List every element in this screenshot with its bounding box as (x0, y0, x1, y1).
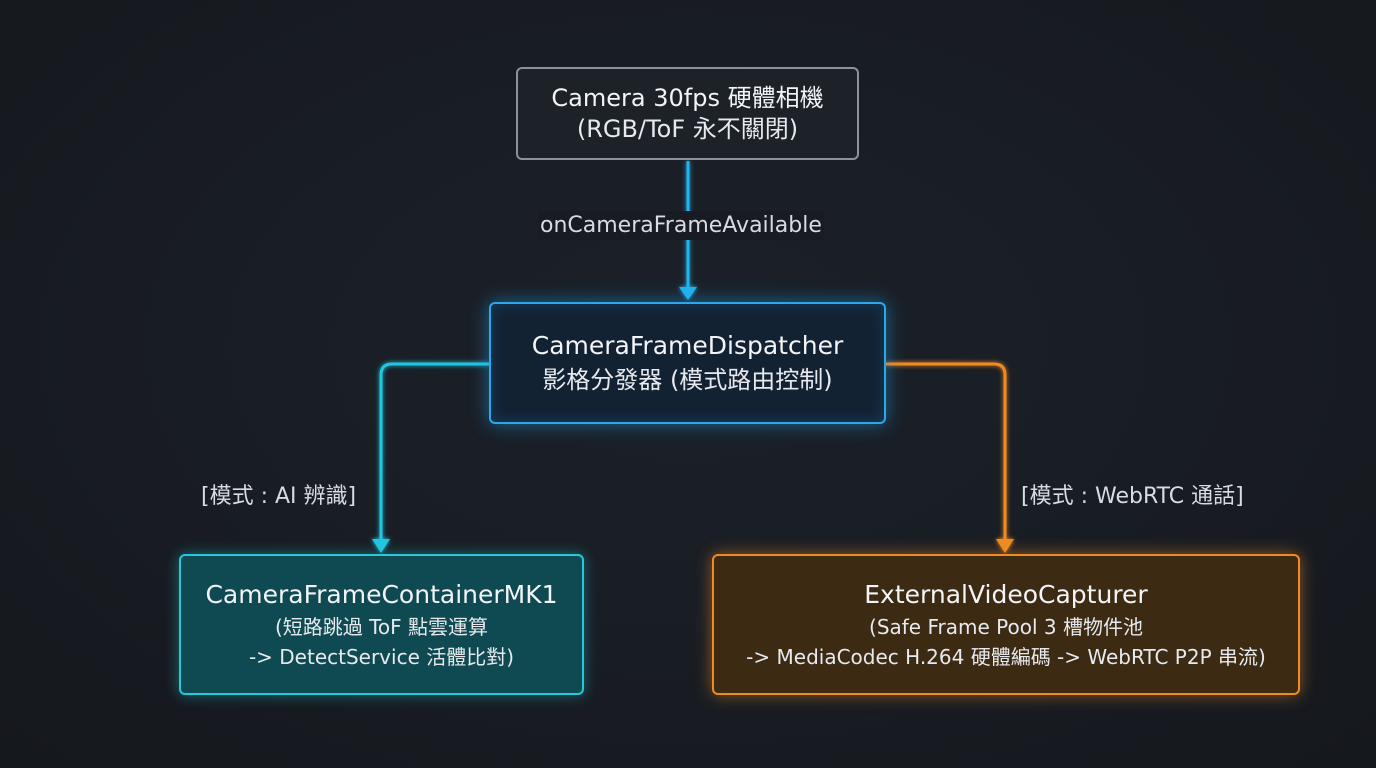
node-frame-container-title: CameraFrameContainerMK1 (205, 579, 558, 609)
node-video-capturer-title: ExternalVideoCapturer (864, 579, 1148, 609)
node-video-capturer-line1: (Safe Frame Pool 3 槽物件池 (869, 614, 1143, 639)
node-frame-container-line2: -> DetectService 活體比對) (248, 644, 515, 669)
edge-label-ai-mode: [模式 : AI 辨識] (201, 484, 357, 509)
node-camera-subtitle: (RGB/ToF 永不關閉) (576, 114, 799, 143)
node-video-capturer-line2: -> MediaCodec H.264 硬體編碼 -> WebRTC P2P 串… (746, 644, 1266, 669)
node-video-capturer: ExternalVideoCapturer (Safe Frame Pool 3… (712, 554, 1300, 695)
edge-label-webrtc-mode: [模式 : WebRTC 通話] (1021, 484, 1244, 509)
node-dispatcher-title: CameraFrameDispatcher (531, 331, 844, 360)
edge-label-camera-frame-available: onCameraFrameAvailable (538, 211, 824, 240)
node-camera-title: Camera 30fps 硬體相機 (551, 83, 824, 112)
node-dispatcher: CameraFrameDispatcher 影格分發器 (模式路由控制) (489, 302, 886, 424)
node-camera: Camera 30fps 硬體相機 (RGB/ToF 永不關閉) (516, 67, 859, 160)
node-frame-container-line1: (短路跳過 ToF 點雲運算 (274, 614, 489, 639)
node-dispatcher-subtitle: 影格分發器 (模式路由控制) (542, 366, 833, 394)
node-frame-container: CameraFrameContainerMK1 (短路跳過 ToF 點雲運算 -… (179, 554, 584, 695)
edge-dispatcher-to-container (372, 362, 489, 553)
edge-dispatcher-to-capturer (886, 362, 1014, 553)
